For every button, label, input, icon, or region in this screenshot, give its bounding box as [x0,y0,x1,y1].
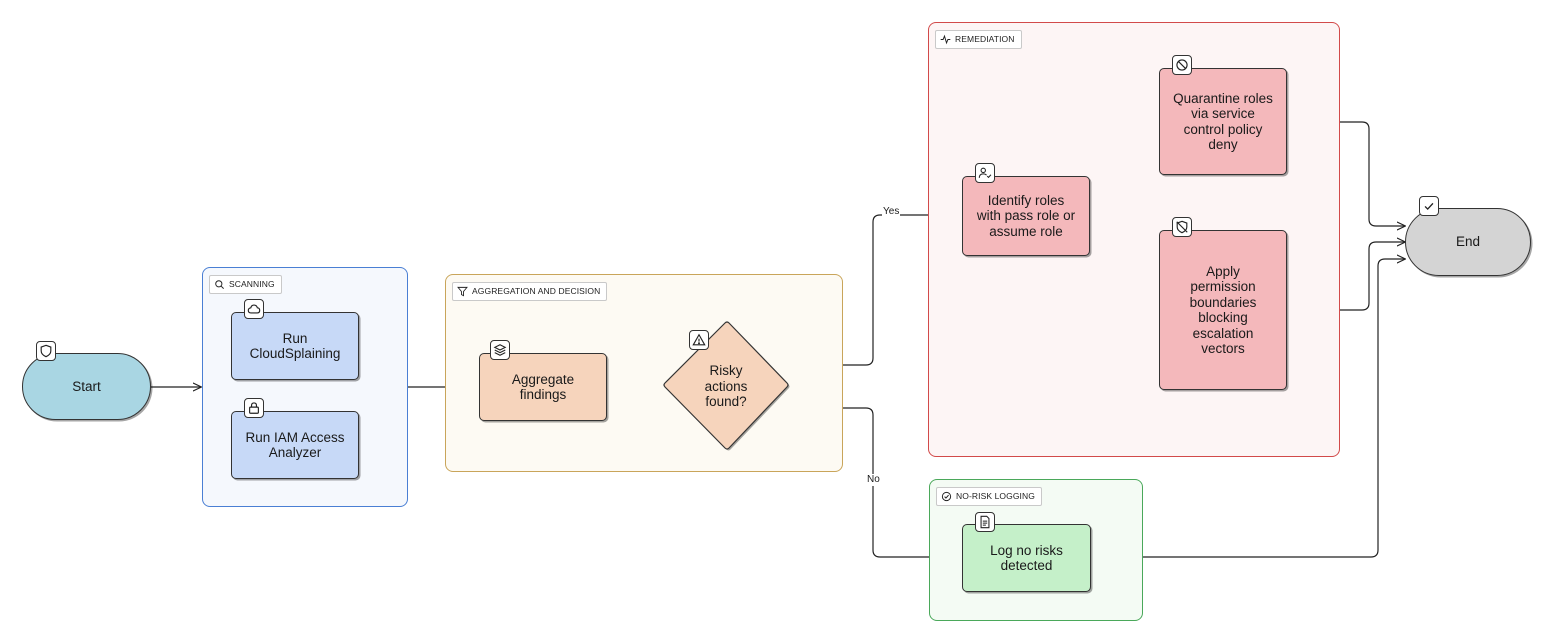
cloudsplaining-node[interactable]: Run CloudSplaining [231,312,359,380]
ban-icon [1176,59,1188,71]
lock-icon [249,402,259,414]
group-label-logging: NO-RISK LOGGING [956,491,1035,501]
log-label: Log no risks detected [990,542,1063,574]
group-label-remediation: REMEDIATION [955,34,1015,44]
warning-icon [692,333,706,346]
search-icon [215,280,224,289]
edge-boundaries-to-end [1287,242,1405,311]
cloudsplaining-node-icon [244,299,264,319]
log-node[interactable]: Log no risks detected [962,524,1091,592]
check-icon [1424,202,1434,211]
group-tag-aggregation: AGGREGATION AND DECISION [452,282,608,301]
edge-label-yes: Yes [882,206,901,218]
aggregate-node[interactable]: Aggregate findings [479,353,607,421]
group-tag-logging: NO-RISK LOGGING [936,487,1042,506]
check-circle-icon [941,491,952,502]
shield-off-icon [1176,220,1188,234]
group-tag-remediation: REMEDIATION [935,30,1022,49]
start-node-icon [36,341,56,361]
identify-roles-label: Identify roles with pass role or assume … [976,192,1076,239]
activity-icon [940,34,951,45]
group-label-aggregation: AGGREGATION AND DECISION [472,286,601,296]
shield-icon [40,344,52,358]
decision-node-icon [689,330,709,350]
edge-quarantine-to-end [1287,121,1405,226]
group-tag-scanning: SCANNING [209,275,282,294]
boundaries-node-icon [1172,217,1192,237]
decision-label: Risky actions found? [704,363,748,409]
aggregate-node-icon [490,340,510,360]
boundaries-node[interactable]: Apply permission boundaries blocking esc… [1159,230,1287,390]
group-label-scanning: SCANNING [229,279,275,289]
cloudsplaining-label: Run CloudSplaining [249,330,341,362]
identify-roles-node-icon [975,163,995,183]
quarantine-node[interactable]: Quarantine roles via service control pol… [1159,68,1287,175]
quarantine-node-icon [1172,55,1192,75]
filter-icon [457,286,468,297]
start-label: Start [72,378,101,394]
log-node-icon [975,512,995,532]
edge-decision-yes [770,215,961,366]
end-label: End [1455,234,1481,250]
start-node[interactable]: Start [22,353,151,420]
iam-analyzer-node-icon [244,398,264,418]
iam-analyzer-label: Run IAM Access Analyzer [245,429,345,461]
end-node-icon [1419,196,1439,216]
aggregate-label: Aggregate findings [511,371,575,403]
identify-roles-node[interactable]: Identify roles with pass role or assume … [962,176,1090,256]
file-text-icon [980,515,990,529]
edge-label-no: No [866,474,881,486]
cloud-icon [247,304,261,314]
iam-analyzer-node[interactable]: Run IAM Access Analyzer [231,411,359,479]
quarantine-label: Quarantine roles via service control pol… [1173,90,1273,153]
boundaries-label: Apply permission boundaries blocking esc… [1189,263,1257,357]
edge-log-to-end [1091,259,1405,558]
layers-icon [493,344,507,356]
end-node[interactable]: End [1405,208,1531,276]
user-check-icon [978,167,992,179]
decision-node[interactable] [661,321,791,451]
